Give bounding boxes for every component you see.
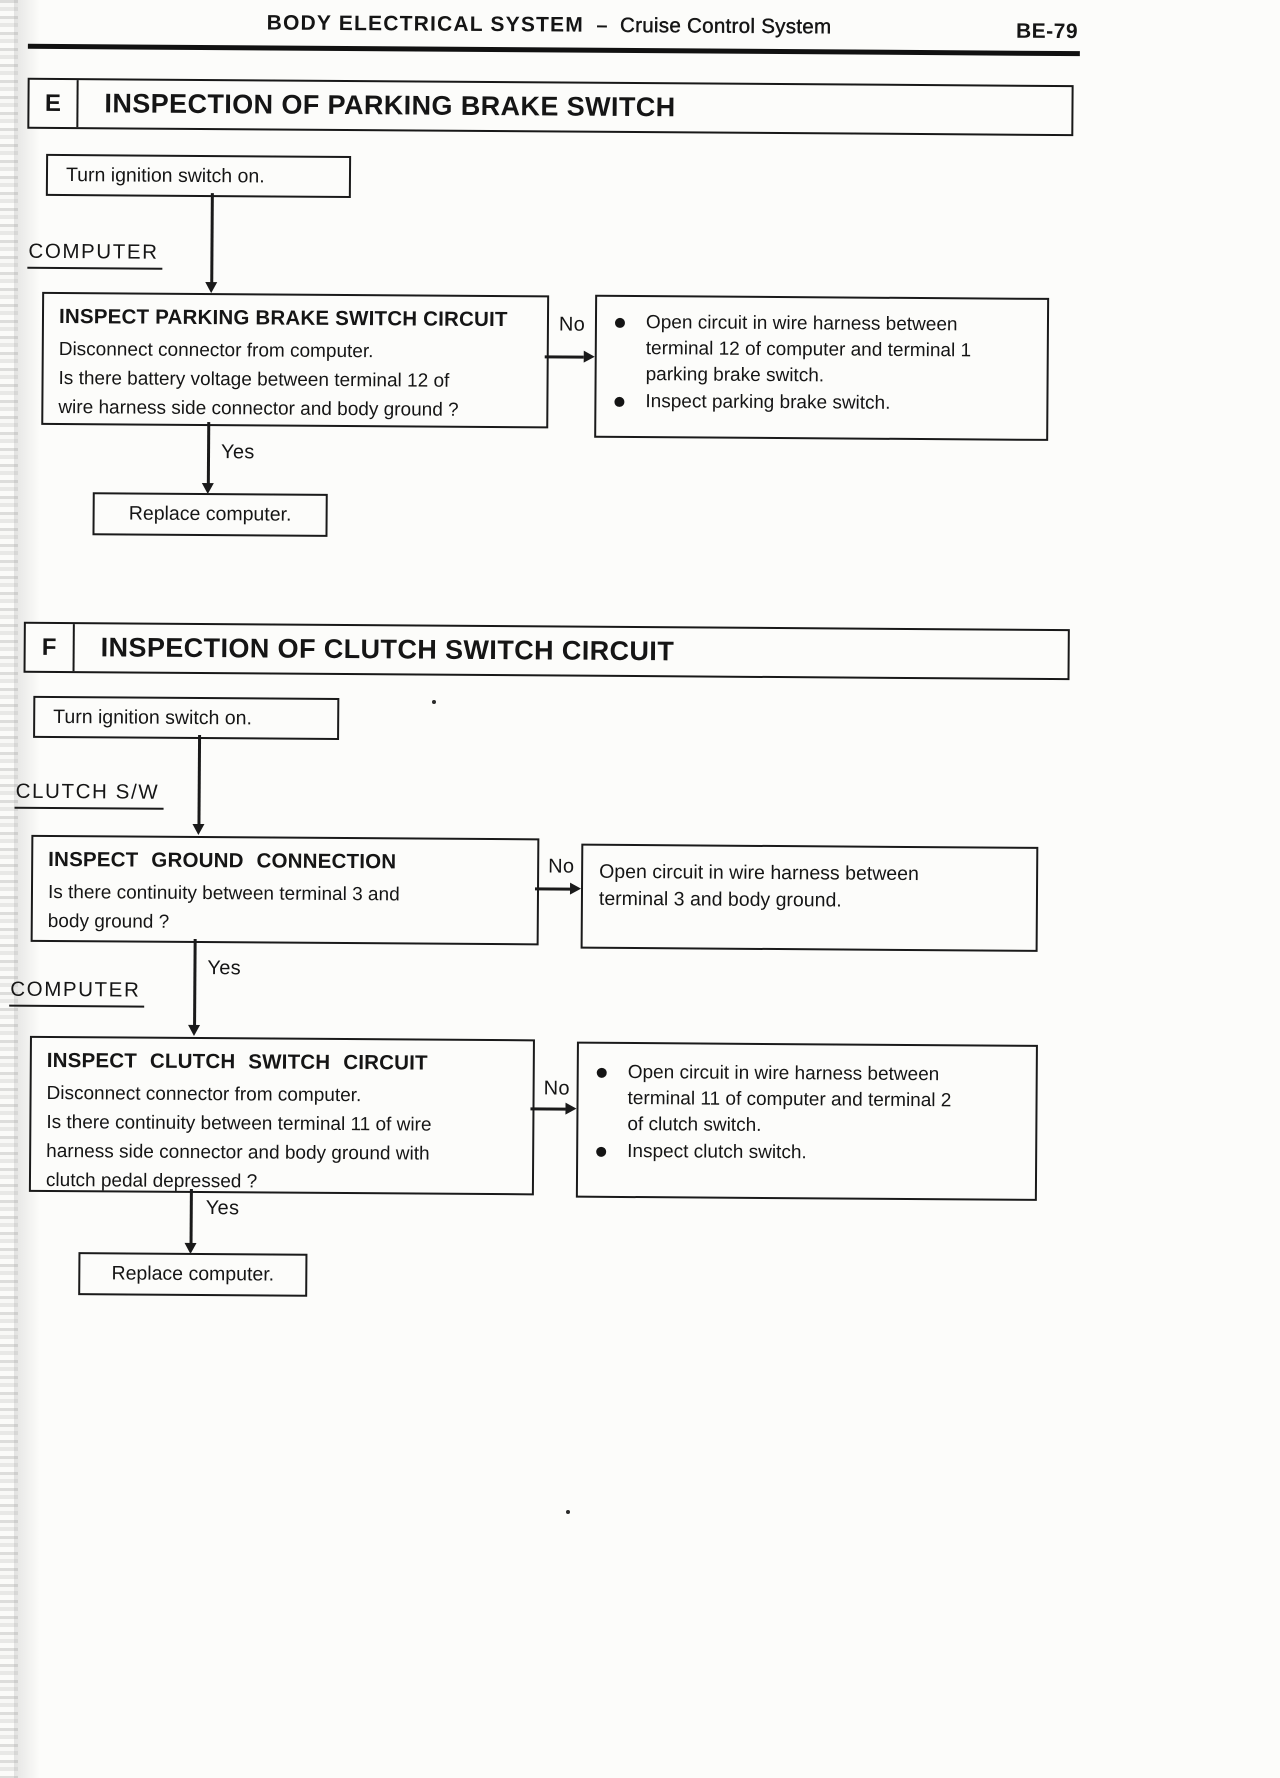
bullet-text-line: parking brake switch. xyxy=(645,364,825,387)
arrow-down-icon xyxy=(189,1188,193,1244)
replace-computer-box-f: Replace computer. xyxy=(78,1252,308,1297)
bullet-item: Open circuit in wire harness between ter… xyxy=(596,1060,1024,1141)
arrow-right-icon xyxy=(544,355,584,359)
bullet-icon xyxy=(614,396,625,407)
result-text-line: terminal 3 and body ground. xyxy=(598,887,842,912)
inspect-ground-connection-box: INSPECT GROUND CONNECTION Is there conti… xyxy=(30,834,540,946)
inspect-clutch-switch-box: INSPECT CLUTCH SWITCH CIRCUIT Disconnect… xyxy=(28,1035,535,1196)
bullet-text-line: terminal 12 of computer and terminal 1 xyxy=(645,338,972,362)
section-e-header: E INSPECTION OF PARKING BRAKE SWITCH xyxy=(27,77,1074,137)
box-text-line: clutch pedal depressed ? xyxy=(45,1169,258,1193)
inspect-parking-brake-title: INSPECT PARKING BRAKE SWITCH CIRCUIT xyxy=(58,305,508,332)
arrow-down-icon xyxy=(193,938,197,1026)
inspect-ground-connection-title: INSPECT GROUND CONNECTION xyxy=(48,847,397,874)
yes-label-f2: Yes xyxy=(205,1197,240,1220)
page-sheet: BODY ELECTRICAL SYSTEM – Cruise Control … xyxy=(9,0,1082,1767)
result-box-e: Open circuit in wire harness between ter… xyxy=(594,294,1050,441)
header-rule xyxy=(27,43,1080,57)
result-text-line: Open circuit in wire harness between xyxy=(599,860,919,886)
bullet-text-line: of clutch switch. xyxy=(627,1114,762,1136)
no-label-e: No xyxy=(558,313,586,336)
section-f-header: F INSPECTION OF CLUTCH SWITCH CIRCUIT xyxy=(23,621,1070,681)
yes-label-e: Yes xyxy=(220,441,255,464)
no-label-f2: No xyxy=(543,1077,570,1100)
box-text-line: harness side connector and body ground w… xyxy=(46,1140,430,1165)
computer-label-f: COMPUTER xyxy=(9,977,145,1008)
replace-computer-box-e: Replace computer. xyxy=(92,492,328,537)
bullet-text-line: Inspect parking brake switch. xyxy=(645,391,891,414)
bullet-icon xyxy=(614,317,626,328)
result-box-f1: Open circuit in wire harness between ter… xyxy=(580,843,1039,952)
box-text-line: Is there battery voltage between termina… xyxy=(58,368,450,392)
box-text-line: body ground ? xyxy=(47,910,170,933)
section-e-letter: E xyxy=(29,79,79,128)
bullet-text-line: Inspect clutch switch. xyxy=(627,1141,807,1164)
box-text-line: Is there continuity between terminal 3 a… xyxy=(47,881,400,906)
header-subsystem-title: Cruise Control System xyxy=(619,13,832,39)
flow-start-box-e: Turn ignition switch on. xyxy=(45,153,352,199)
yes-label-f1: Yes xyxy=(207,957,242,980)
computer-label-e: COMPUTER xyxy=(27,239,163,270)
scan-speck xyxy=(566,1510,570,1514)
arrow-down-icon xyxy=(210,193,214,284)
bullet-icon xyxy=(596,1146,607,1157)
section-f-letter: F xyxy=(25,623,75,672)
arrow-right-icon xyxy=(530,1107,566,1111)
flow-start-box-f: Turn ignition switch on. xyxy=(33,695,340,740)
section-f-title: INSPECTION OF CLUTCH SWITCH CIRCUIT xyxy=(100,632,675,667)
bullet-item: Open circuit in wire harness between ter… xyxy=(614,310,1036,391)
header-system-title: BODY ELECTRICAL SYSTEM xyxy=(266,11,585,37)
bullet-icon xyxy=(596,1067,607,1078)
box-text-line: Disconnect connector from computer. xyxy=(46,1082,362,1107)
bullet-text-line: Open circuit in wire harness between xyxy=(627,1062,940,1086)
arrow-down-icon xyxy=(206,422,210,485)
running-header: BODY ELECTRICAL SYSTEM – Cruise Control … xyxy=(28,10,1070,41)
bullet-item: Inspect clutch switch. xyxy=(596,1139,1023,1168)
scan-edge-artifact xyxy=(0,0,18,1778)
bullet-text-line: Open circuit in wire harness between xyxy=(645,312,958,336)
inspect-clutch-switch-title: INSPECT CLUTCH SWITCH CIRCUIT xyxy=(46,1048,428,1075)
inspect-parking-brake-box: INSPECT PARKING BRAKE SWITCH CIRCUIT Dis… xyxy=(41,291,550,429)
result-box-f2: Open circuit in wire harness between ter… xyxy=(575,1041,1038,1201)
box-text-line: wire harness side connector and body gro… xyxy=(58,397,459,421)
header-dash: – xyxy=(596,14,608,37)
arrow-down-icon xyxy=(197,734,201,826)
clutch-sw-label: CLUTCH S/W xyxy=(14,779,164,810)
bullet-text-line: terminal 11 of computer and terminal 2 xyxy=(627,1088,952,1112)
page-number: BE-79 xyxy=(1015,19,1079,44)
box-text-line: Is there continuity between terminal 11 … xyxy=(46,1111,432,1136)
bullet-item: Inspect parking brake switch. xyxy=(614,389,1034,418)
box-text-line: Disconnect connector from computer. xyxy=(58,339,374,363)
no-label-f1: No xyxy=(548,855,575,878)
scan-speck xyxy=(432,700,436,704)
arrow-right-icon xyxy=(535,887,571,891)
section-e-title: INSPECTION OF PARKING BRAKE SWITCH xyxy=(104,88,676,123)
